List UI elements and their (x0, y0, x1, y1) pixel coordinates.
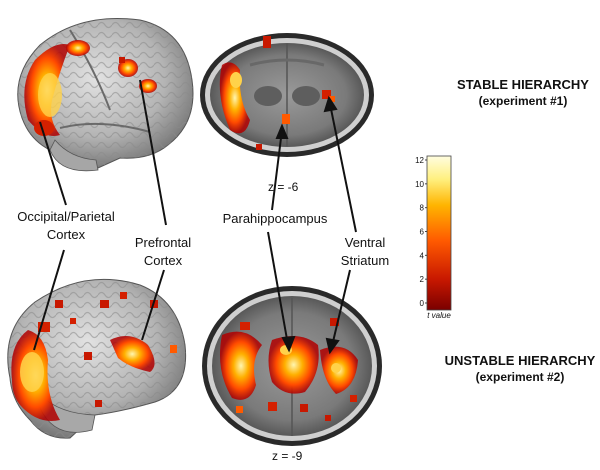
condition-stable-title: STABLE HIERARCHY (457, 77, 589, 92)
colorbar-tick-label: 10 (415, 180, 424, 189)
activation-prefrontal-top (118, 57, 157, 93)
label-ventral-striatum: Ventral Striatum (325, 234, 405, 270)
condition-unstable: UNSTABLE HIERARCHY (experiment #2) (440, 352, 600, 386)
colorbar-gradient (426, 155, 452, 311)
axial-slice-top (200, 33, 374, 157)
condition-stable: STABLE HIERARCHY (experiment #1) (448, 76, 598, 110)
pointer-striatum-top (329, 103, 357, 233)
condition-unstable-title: UNSTABLE HIERARCHY (444, 353, 596, 368)
arrow-parahippo-top (275, 123, 289, 139)
label-occipital-line2: Cortex (46, 227, 86, 242)
colorbar: 12 10 8 6 4 2 0 t value (415, 155, 452, 320)
pointer-prefrontal-bottom (141, 269, 165, 341)
axial-slice-bottom (202, 286, 382, 446)
condition-stable-subtitle: (experiment #1) (478, 94, 568, 108)
colorbar-ticks: 12 10 8 6 4 2 0 (415, 156, 427, 308)
colorbar-tick-label: 12 (415, 156, 424, 165)
brain-lateral-bottom (7, 278, 187, 439)
pointer-prefrontal-top (139, 79, 167, 226)
pointer-occipital-bottom (33, 249, 65, 351)
label-occipital-line1: Occipital/Parietal (17, 209, 115, 224)
colorbar-tick-label: 8 (420, 204, 425, 213)
colorbar-tick-label: 2 (420, 275, 425, 284)
label-prefrontal-line1: Prefrontal (134, 235, 192, 250)
label-ventral-line2: Striatum (340, 253, 390, 268)
pointer-striatum-bottom (331, 269, 351, 347)
label-parahippocampus: Parahippocampus (222, 211, 328, 226)
pointer-lines (33, 79, 357, 355)
colorbar-tick-label: 6 (420, 228, 425, 237)
label-prefrontal: Prefrontal Cortex (118, 234, 208, 270)
pointer-parahippo-top (271, 129, 283, 211)
colorbar-tick-label: 0 (420, 299, 425, 308)
activation-occipital-bottom (11, 300, 63, 421)
label-occipital-parietal: Occipital/Parietal Cortex (6, 208, 126, 244)
slice-label-bottom: z = -9 (272, 449, 303, 463)
arrow-striatum-top (323, 95, 338, 113)
activation-slice-bottom (219, 318, 358, 421)
arrow-parahippo-bottom (281, 335, 296, 353)
label-prefrontal-line2: Cortex (143, 253, 183, 268)
brain-lateral-top (17, 17, 194, 172)
activation-occipital-top (24, 40, 90, 136)
arrow-striatum-bottom (325, 337, 340, 355)
colorbar-tick-label: 4 (420, 251, 425, 260)
activation-occipital-slice-top (219, 36, 290, 150)
pointer-occipital-top (39, 121, 67, 206)
activation-striatum-slice-top (322, 90, 335, 102)
label-ventral-line1: Ventral (344, 235, 386, 250)
colorbar-unit-label: t value (427, 311, 451, 320)
slice-label-top: z = -6 (268, 180, 299, 194)
condition-unstable-subtitle: (experiment #2) (475, 370, 565, 384)
pointer-parahippo-bottom (267, 231, 289, 346)
